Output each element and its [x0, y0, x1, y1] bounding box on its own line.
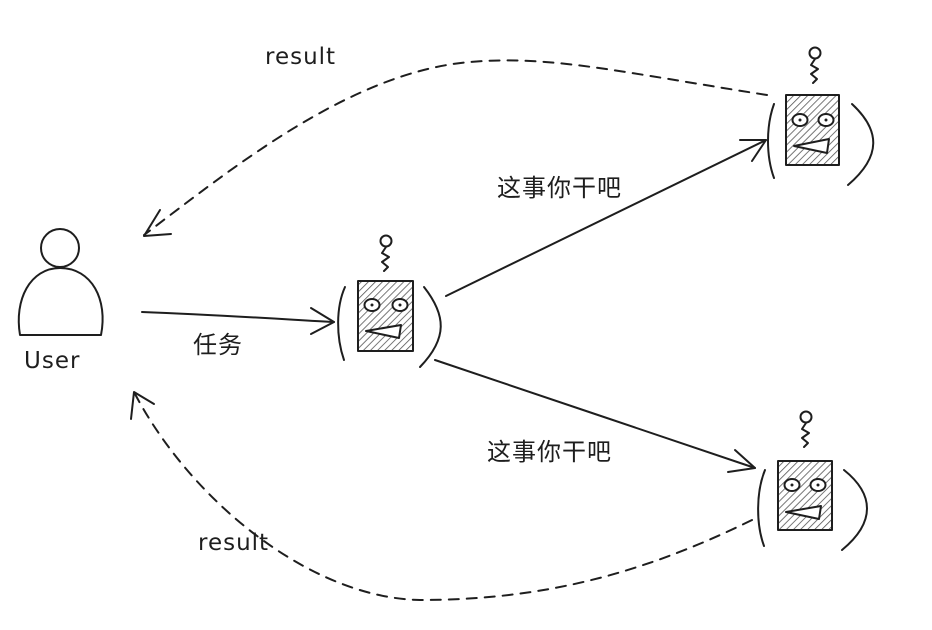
robot-icon — [337, 234, 442, 368]
result-bottom-edge-label: result — [198, 530, 270, 556]
robot-icon — [767, 46, 875, 186]
delegate-arrow-bottom — [434, 359, 756, 473]
task-arrow — [141, 307, 335, 335]
robot-icon — [757, 410, 868, 551]
user-person-icon — [17, 228, 104, 336]
result-arrow-bottom — [130, 391, 753, 601]
result-top-edge-label: result — [265, 44, 337, 70]
user-label: User — [24, 348, 81, 374]
task-edge-label: 任务 — [193, 331, 243, 359]
delegate-arrow-top — [445, 139, 767, 297]
delegate-bottom-edge-label: 这事你干吧 — [487, 438, 612, 466]
result-arrow-top — [143, 59, 768, 237]
delegate-top-edge-label: 这事你干吧 — [497, 174, 622, 202]
